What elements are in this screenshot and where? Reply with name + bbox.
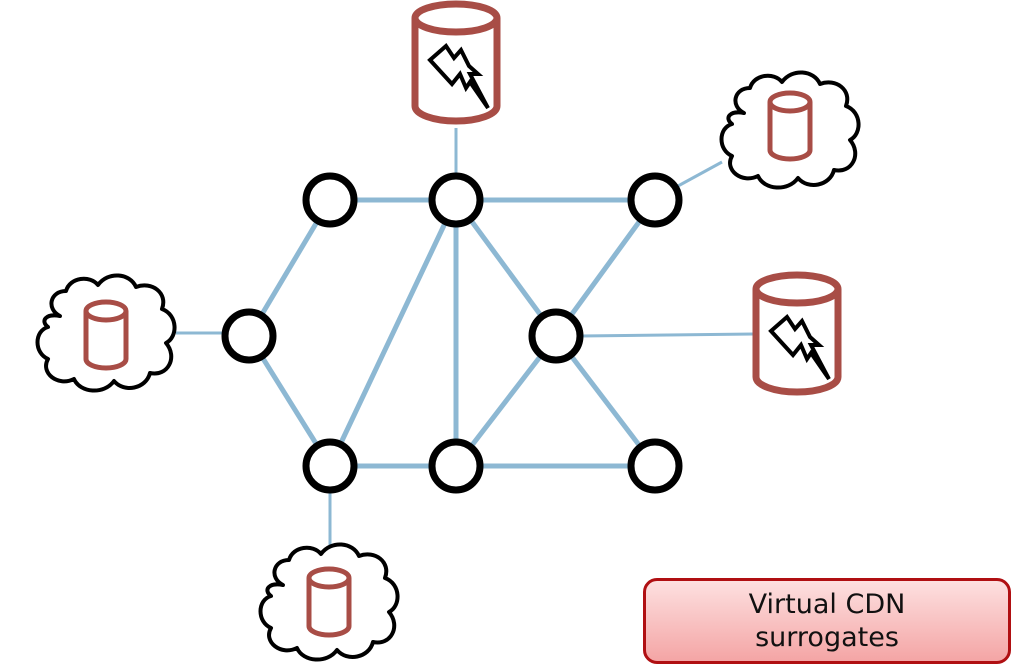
database-icon <box>770 93 810 159</box>
router-node-r1 <box>302 172 358 228</box>
attachment-links <box>176 128 755 548</box>
surrogate-left <box>38 275 175 390</box>
origin-server-top <box>415 4 497 121</box>
origin-server-right <box>756 275 838 392</box>
router-node-r2 <box>428 172 484 228</box>
router-node-r7 <box>528 308 584 364</box>
caption-line-1: Virtual CDN <box>748 589 906 620</box>
link-surrogate-top-right <box>677 160 723 188</box>
router-links <box>246 197 658 469</box>
router-node-r6 <box>428 438 484 494</box>
router-node-r4 <box>221 308 277 364</box>
caption-line-2: surrogates <box>755 622 899 653</box>
database-lightning-icon <box>415 4 497 121</box>
router-node-r3 <box>627 172 683 228</box>
database-lightning-icon <box>756 275 838 392</box>
router-node-r8 <box>627 438 683 494</box>
link-r2-r7 <box>453 198 559 338</box>
link-r5-r2 <box>327 198 459 468</box>
link-origin-right <box>579 332 755 338</box>
caption-box: Virtual CDN surrogates <box>643 578 1011 664</box>
surrogate-bottom <box>258 542 400 662</box>
router-node-r5 <box>302 438 358 494</box>
database-icon <box>309 569 349 635</box>
link-r3-r7 <box>553 198 658 338</box>
surrogate-top-right <box>719 70 861 190</box>
routers <box>221 172 683 494</box>
database-icon <box>86 302 126 368</box>
